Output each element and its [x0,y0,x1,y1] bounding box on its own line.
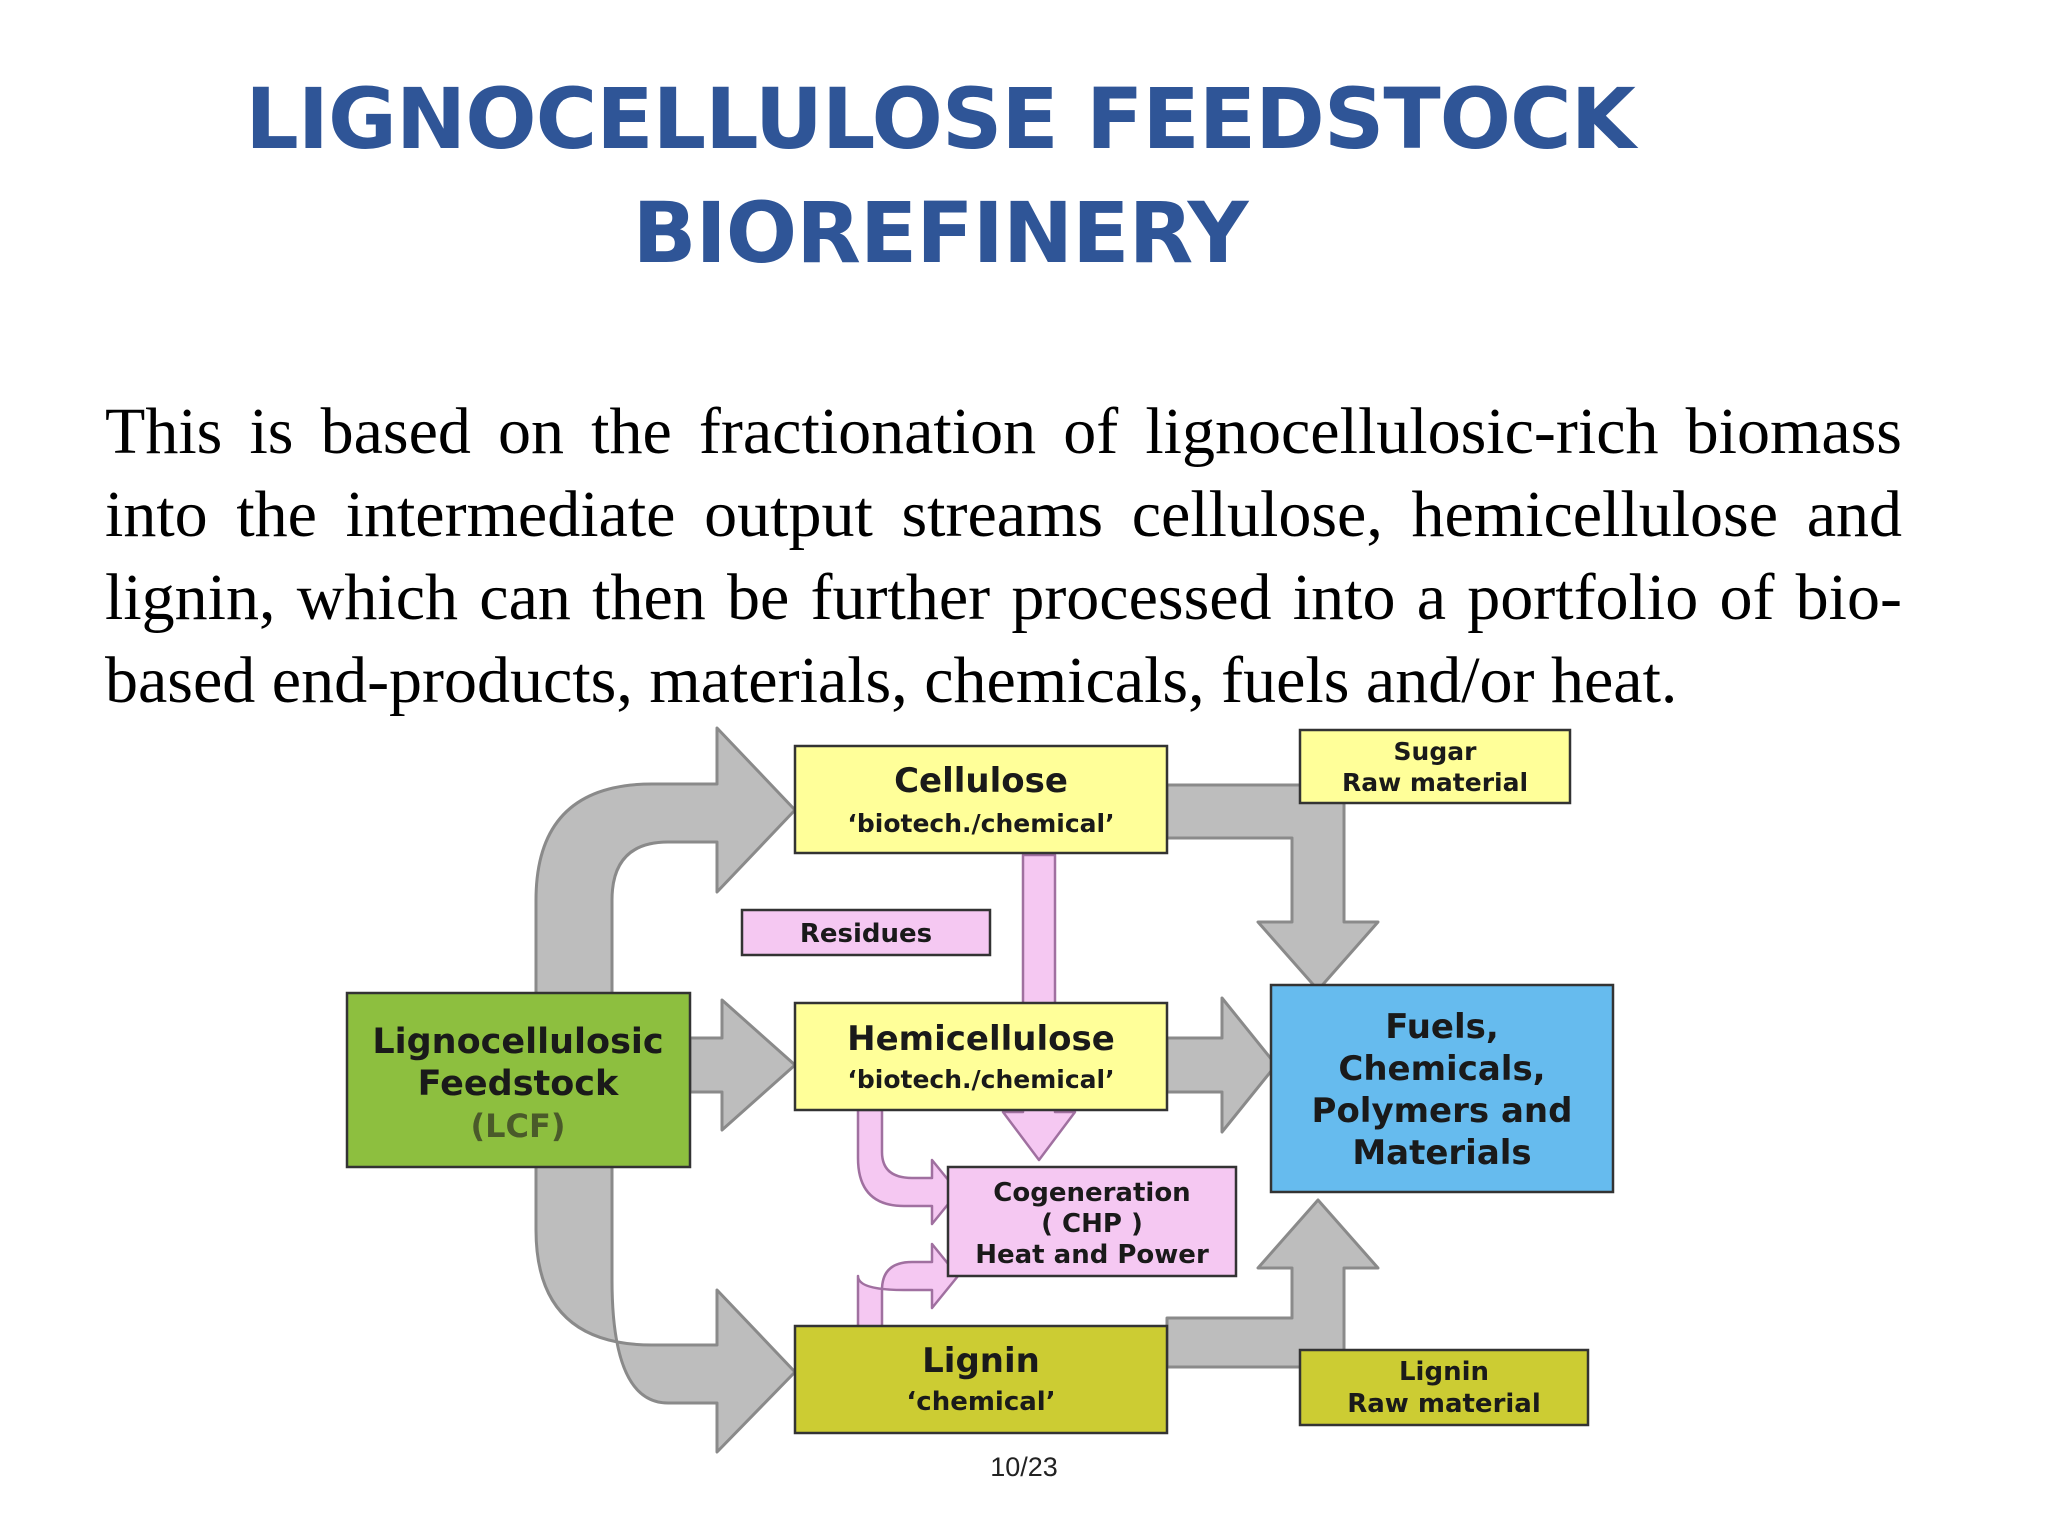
lignin-box [793,1324,1169,1435]
arrow-lignin-to-cogeneration [856,1242,960,1330]
arrow-feedstock-to-lignin [534,1123,797,1454]
residues-label: Residues [800,919,932,949]
arrow-hemicellulose-to-cogeneration [856,1108,960,1226]
cogeneration-label-1: Cogeneration [993,1178,1190,1208]
cogeneration-label-2: ( CHP ) [1041,1209,1143,1239]
title-line-1: LIGNOCELLULOSE FEEDSTOCK [245,70,1636,168]
sugar-raw-material-box [1298,728,1572,805]
products-label-3: Polymers and [1312,1091,1573,1131]
lignin-raw-label-2: Raw material [1347,1389,1541,1419]
title-line-2: BIOREFINERY [632,184,1249,282]
hemicellulose-sub: ‘biotech./chemical’ [847,1065,1114,1094]
products-box [1269,983,1615,1194]
products-label-4: Materials [1352,1133,1531,1173]
feedstock-label-1: Lignocellulosic [372,1022,663,1062]
sugar-label-2: Raw material [1342,768,1528,797]
hemicellulose-label: Hemicellulose [847,1019,1115,1059]
slide-body-text: This is based on the fractionation of li… [105,395,1902,717]
arrow-hemicellulose-to-products [1165,996,1278,1134]
lignin-raw-material-box [1298,1348,1590,1427]
hemicellulose-box [793,1001,1169,1112]
cellulose-box [793,744,1169,855]
cogeneration-label-3: Heat and Power [975,1240,1209,1270]
sugar-label-1: Sugar [1394,737,1478,766]
lignin-label: Lignin [922,1341,1040,1381]
cellulose-label: Cellulose [894,761,1068,801]
arrow-feedstock-to-cellulose [534,726,797,1004]
arrow-feedstock-to-hemicellulose [688,998,797,1132]
cogeneration-box [946,1165,1238,1278]
products-label-1: Fuels, [1385,1007,1499,1047]
feedstock-label-3: (LCF) [471,1107,566,1145]
lignin-raw-label-1: Lignin [1399,1357,1489,1387]
arrow-cellulose-to-products [1165,783,1380,992]
arrow-lignin-to-products [1165,1198,1380,1369]
products-label-2: Chemicals, [1338,1049,1545,1089]
slide-title: LIGNOCELLULOSE FEEDSTOCK BIOREFINERY [240,62,1640,290]
residues-box [740,908,992,957]
page-number: 10/23 [990,1452,1058,1482]
cellulose-sub: ‘biotech./chemical’ [847,809,1114,838]
feedstock-label-2: Feedstock [418,1064,619,1104]
feedstock-box [345,991,692,1169]
lignin-sub: ‘chemical’ [906,1387,1055,1417]
